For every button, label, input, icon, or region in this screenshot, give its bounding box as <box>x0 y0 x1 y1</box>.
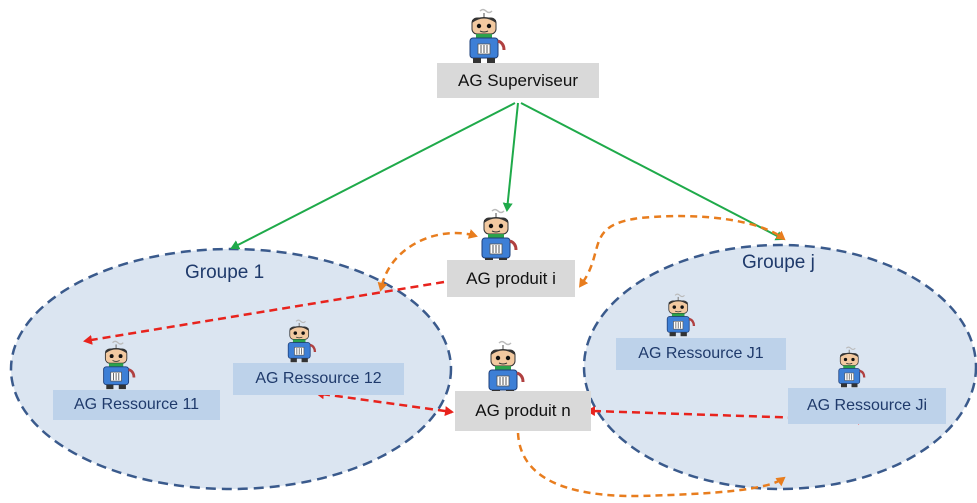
resource-12-agent-label: AG Ressource 12 <box>233 363 404 395</box>
coord-arrow-product-n-group-j <box>516 432 786 498</box>
product-n-agent-label: AG produit n <box>455 391 591 431</box>
supervisor-agent-label: AG Superviseur <box>437 63 599 98</box>
comm-arrow-resource-12-product-n <box>315 389 454 416</box>
group-j-title: Groupe j <box>742 252 815 273</box>
comm-arrow-product-i-resource-11 <box>83 280 445 345</box>
resource-ji-agent-label: AG Ressource Ji <box>788 388 946 424</box>
product-n-agent-icon <box>487 340 525 396</box>
supervision-arrow-group-j <box>520 102 785 241</box>
resource-11-agent-label: AG Ressource 11 <box>53 390 220 420</box>
resource-j1-agent-label: AG Ressource J1 <box>616 338 786 370</box>
product-i-agent-label: AG produit i <box>447 260 575 297</box>
coord-arrow-group-1-product-i <box>377 229 478 292</box>
supervisor-agent-icon <box>468 8 506 64</box>
supervision-arrow-product-i <box>502 102 519 212</box>
product-i-agent-icon <box>480 208 518 264</box>
group-1-title: Groupe 1 <box>185 262 265 283</box>
supervision-arrow-group-1 <box>230 102 516 250</box>
coord-arrow-product-i-group-j <box>579 214 786 288</box>
